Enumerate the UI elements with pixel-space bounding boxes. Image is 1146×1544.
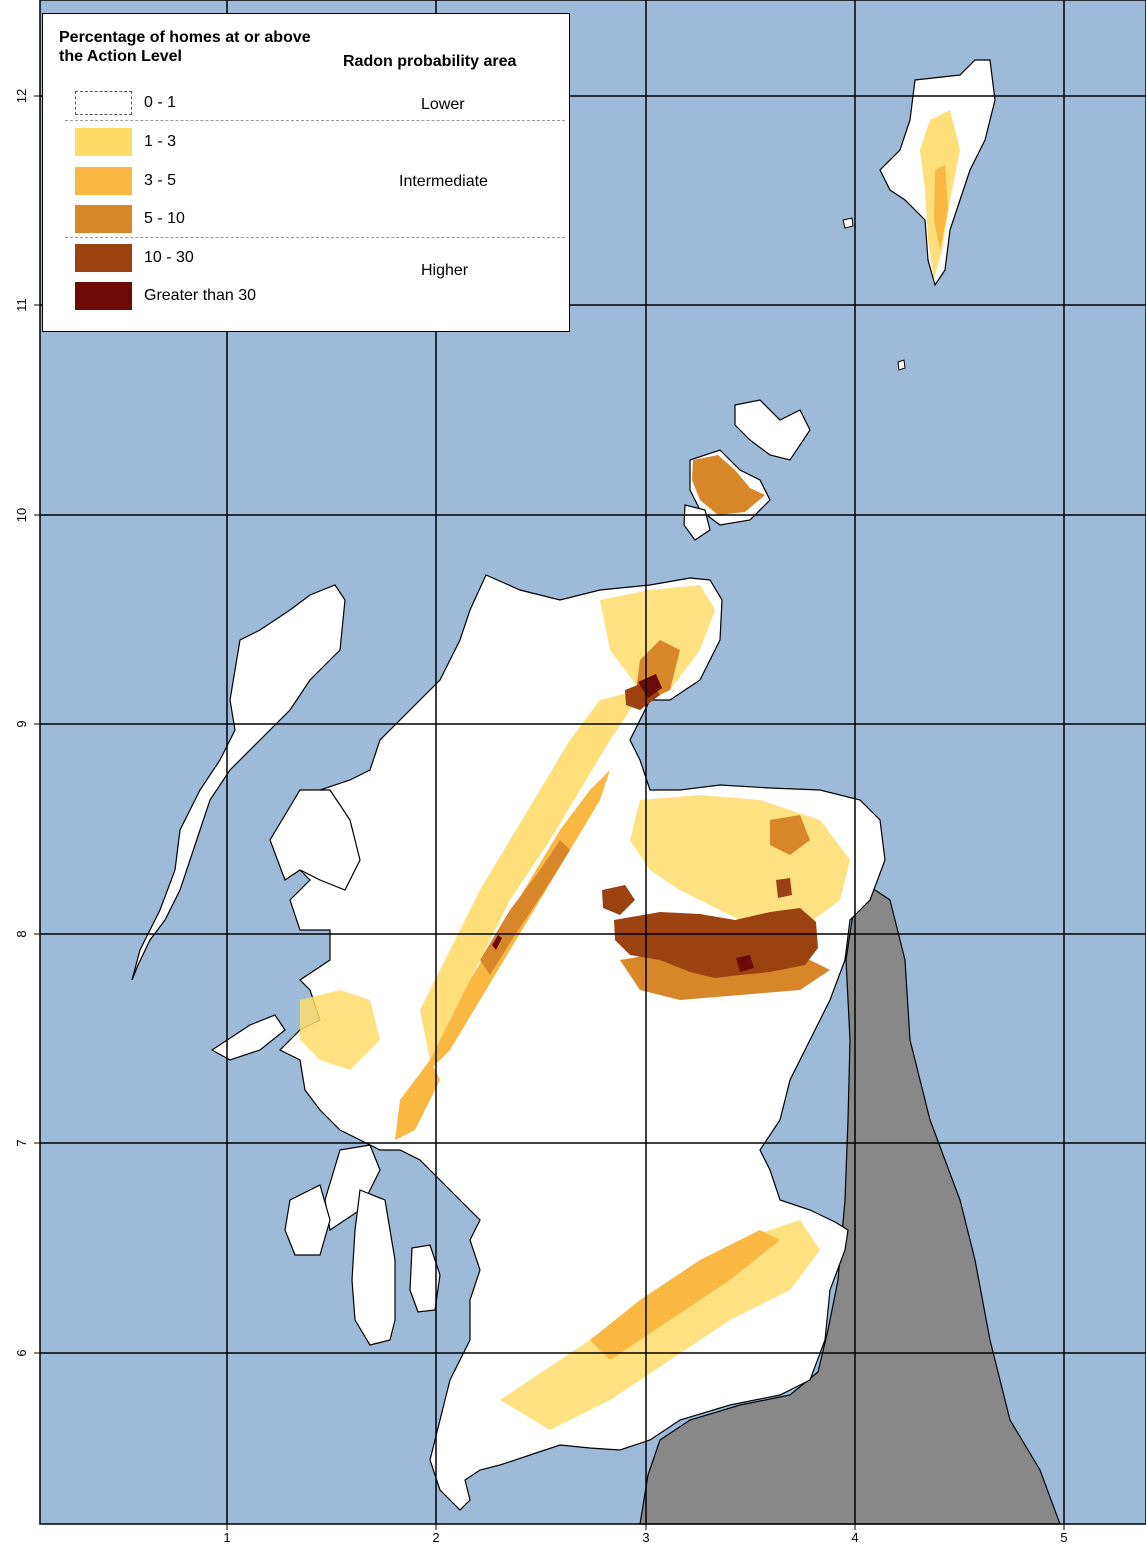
zone-gt30-glen bbox=[492, 935, 502, 950]
map-frame bbox=[39, 0, 1146, 1525]
legend-swatch bbox=[75, 128, 132, 156]
x-tick-label: 4 bbox=[851, 1530, 858, 1544]
legend-label: 0 - 1 bbox=[144, 94, 177, 111]
legend-label: 10 - 30 bbox=[144, 249, 194, 266]
legend-row-greater-than-30: Greater than 30 bbox=[75, 281, 256, 311]
y-tick-label: 7 bbox=[14, 1139, 29, 1146]
y-tick-label: 6 bbox=[14, 1349, 29, 1356]
y-axis bbox=[34, 95, 40, 1354]
legend-swatch bbox=[75, 205, 132, 233]
outer-hebrides bbox=[131, 584, 346, 981]
x-tick-label: 5 bbox=[1060, 1530, 1067, 1544]
legend-divider bbox=[65, 120, 565, 121]
zone-3-5-lomond bbox=[395, 1060, 440, 1140]
zone-10-30-aberdeenshire bbox=[614, 908, 818, 978]
orkney-south bbox=[683, 504, 711, 541]
x-tick-label: 1 bbox=[223, 1530, 230, 1544]
isle-of-arran bbox=[409, 1244, 441, 1313]
zone-5-10-highland-line bbox=[480, 840, 570, 975]
legend-label: 3 - 5 bbox=[144, 172, 177, 189]
orkney-north bbox=[734, 399, 811, 461]
zone-label-higher: Higher bbox=[421, 262, 469, 279]
y-tick-label: 9 bbox=[14, 720, 29, 727]
legend-swatch bbox=[75, 167, 132, 195]
x-tick-label: 2 bbox=[432, 1530, 439, 1544]
y-tick-label: 10 bbox=[14, 508, 29, 522]
legend-row-10-30: 10 - 30 bbox=[75, 243, 194, 273]
legend-swatch bbox=[75, 91, 132, 115]
legend-label: Greater than 30 bbox=[144, 287, 257, 304]
zone-10-30-huntly bbox=[602, 885, 635, 915]
isle-of-islay bbox=[284, 1184, 331, 1256]
legend-title-probability-area: Radon probability area bbox=[343, 53, 517, 70]
graticule bbox=[40, 0, 1146, 1524]
legend-swatch bbox=[75, 244, 132, 272]
isle-of-mull bbox=[210, 1014, 286, 1061]
zone-5-10-deeside bbox=[770, 815, 810, 855]
zone-10-30-north bbox=[776, 878, 792, 898]
zone-3-5-shetland bbox=[934, 165, 948, 250]
zone-3-5-southern-band bbox=[590, 1230, 780, 1360]
y-tick-label: 8 bbox=[14, 930, 29, 937]
legend-row-0-1: 0 - 1 bbox=[75, 88, 176, 118]
legend-row-1-3: 1 - 3 bbox=[75, 127, 176, 157]
legend-row-3-5: 3 - 5 bbox=[75, 166, 176, 196]
foula bbox=[842, 217, 854, 229]
radon-zones bbox=[300, 110, 960, 1430]
isle-of-skye bbox=[269, 789, 361, 891]
legend-divider bbox=[65, 237, 565, 238]
legend-label: 5 - 10 bbox=[144, 210, 185, 227]
x-axis bbox=[226, 1524, 1065, 1530]
fair-isle bbox=[897, 359, 906, 371]
zone-1-3-west-coast bbox=[300, 990, 380, 1070]
zone-1-3-highland-band bbox=[420, 690, 640, 1060]
legend-swatch bbox=[75, 282, 132, 310]
legend-row-5-10: 5 - 10 bbox=[75, 204, 185, 234]
zone-5-10-orkney bbox=[692, 455, 765, 515]
kintyre bbox=[351, 1189, 396, 1346]
zone-1-3-caithness bbox=[600, 585, 715, 690]
legend-label: 1 - 3 bbox=[144, 133, 177, 150]
y-tick-label: 12 bbox=[14, 89, 29, 103]
zone-gt30-aberdeenshire bbox=[736, 955, 754, 972]
legend-title-percentage: Percentage of homes at or above the Acti… bbox=[59, 29, 311, 65]
zone-label-intermediate: Intermediate bbox=[399, 173, 488, 190]
x-tick-label: 3 bbox=[642, 1530, 649, 1544]
zone-label-lower: Lower bbox=[421, 96, 465, 113]
y-tick-label: 11 bbox=[14, 298, 29, 312]
map-legend: Percentage of homes at or above the Acti… bbox=[42, 13, 570, 332]
zone-gt30-helmsdale bbox=[638, 674, 662, 698]
